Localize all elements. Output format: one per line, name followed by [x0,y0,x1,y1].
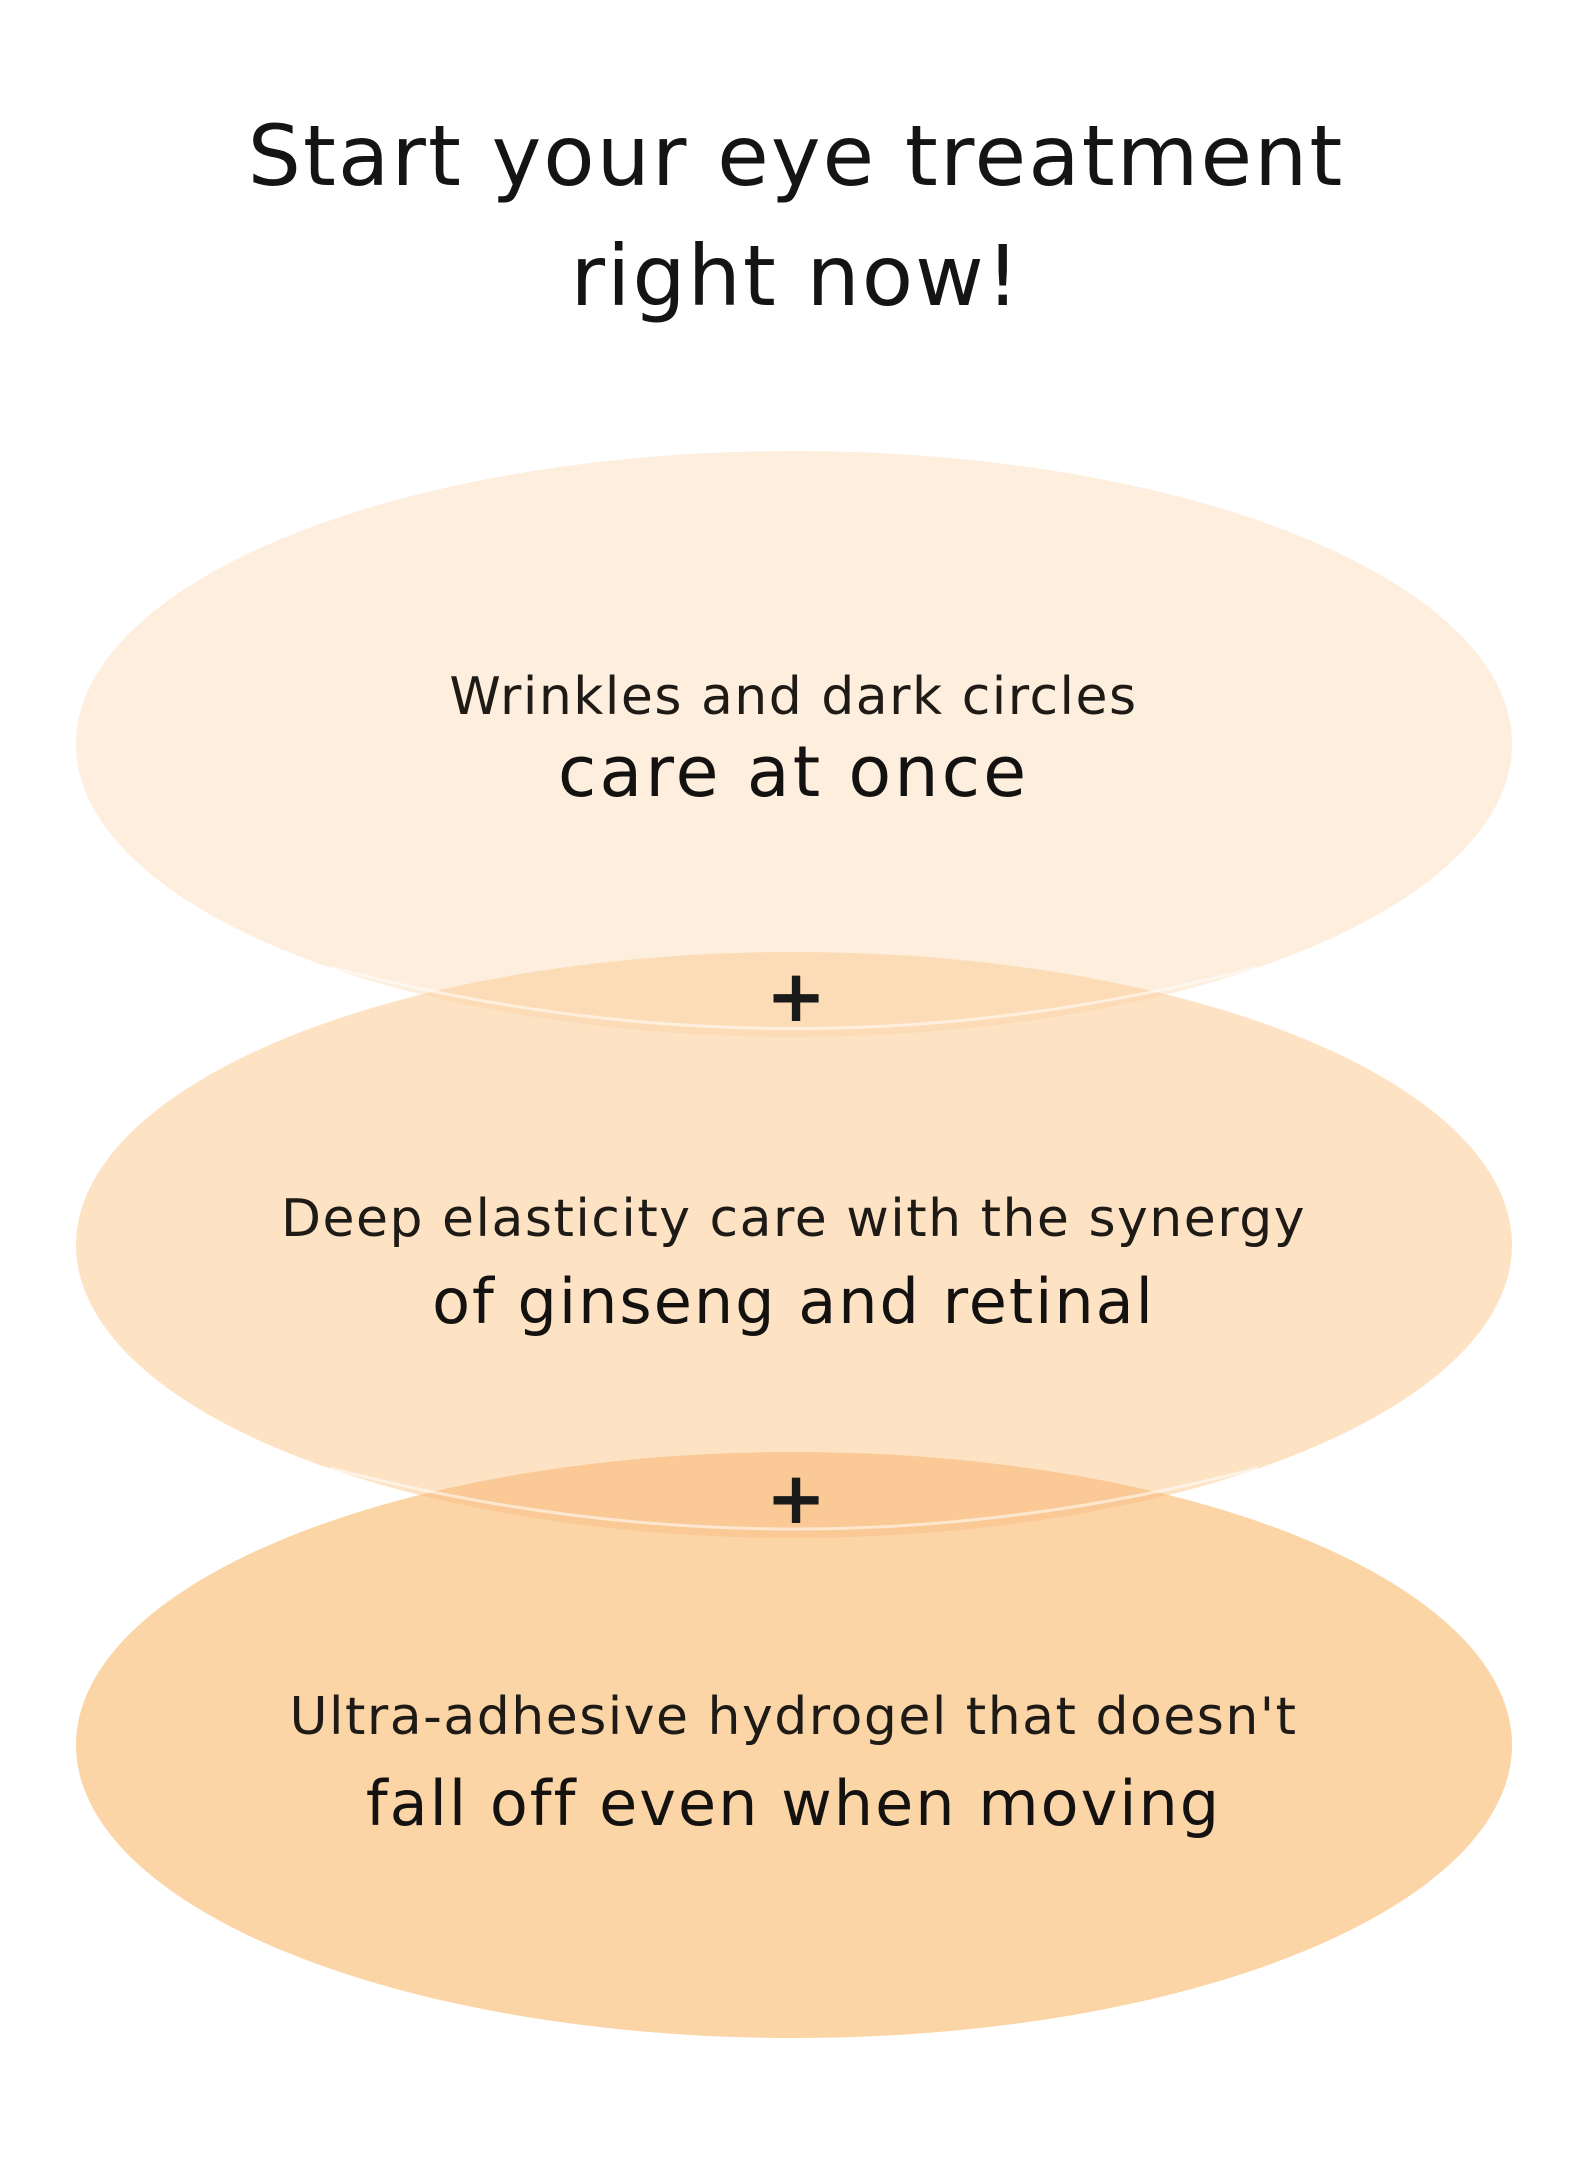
headline: Start your eye treatment right now! [0,96,1592,336]
step-2-text: Deep elasticity care with the synergy of… [75,1184,1512,1342]
ellipse-step-2 [76,952,1512,1538]
step-2-line-2: of ginseng and retinal [432,1265,1155,1338]
step-1-line-2: care at once [557,731,1030,813]
overlap-edge-1 [329,965,1259,1030]
headline-line-2: right now! [570,227,1022,325]
step-3-text: Ultra-adhesive hydrogel that doesn't fal… [75,1682,1512,1844]
plus-icon: + [765,1456,827,1540]
plus-icon: + [765,954,827,1038]
step-1-text: Wrinkles and dark circles care at once [75,662,1512,812]
step-3-line-2: fall off even when moving [365,1767,1222,1840]
ellipse-step-3 [76,1452,1512,2038]
headline-line-1: Start your eye treatment [247,107,1345,205]
step-1-line-1: Wrinkles and dark circles [449,667,1138,727]
step-3-line-1: Ultra-adhesive hydrogel that doesn't [289,1687,1298,1747]
overlap-edge-2 [329,1466,1259,1531]
ellipse-step-1 [76,451,1512,1037]
step-2-line-1: Deep elasticity care with the synergy [280,1189,1306,1249]
